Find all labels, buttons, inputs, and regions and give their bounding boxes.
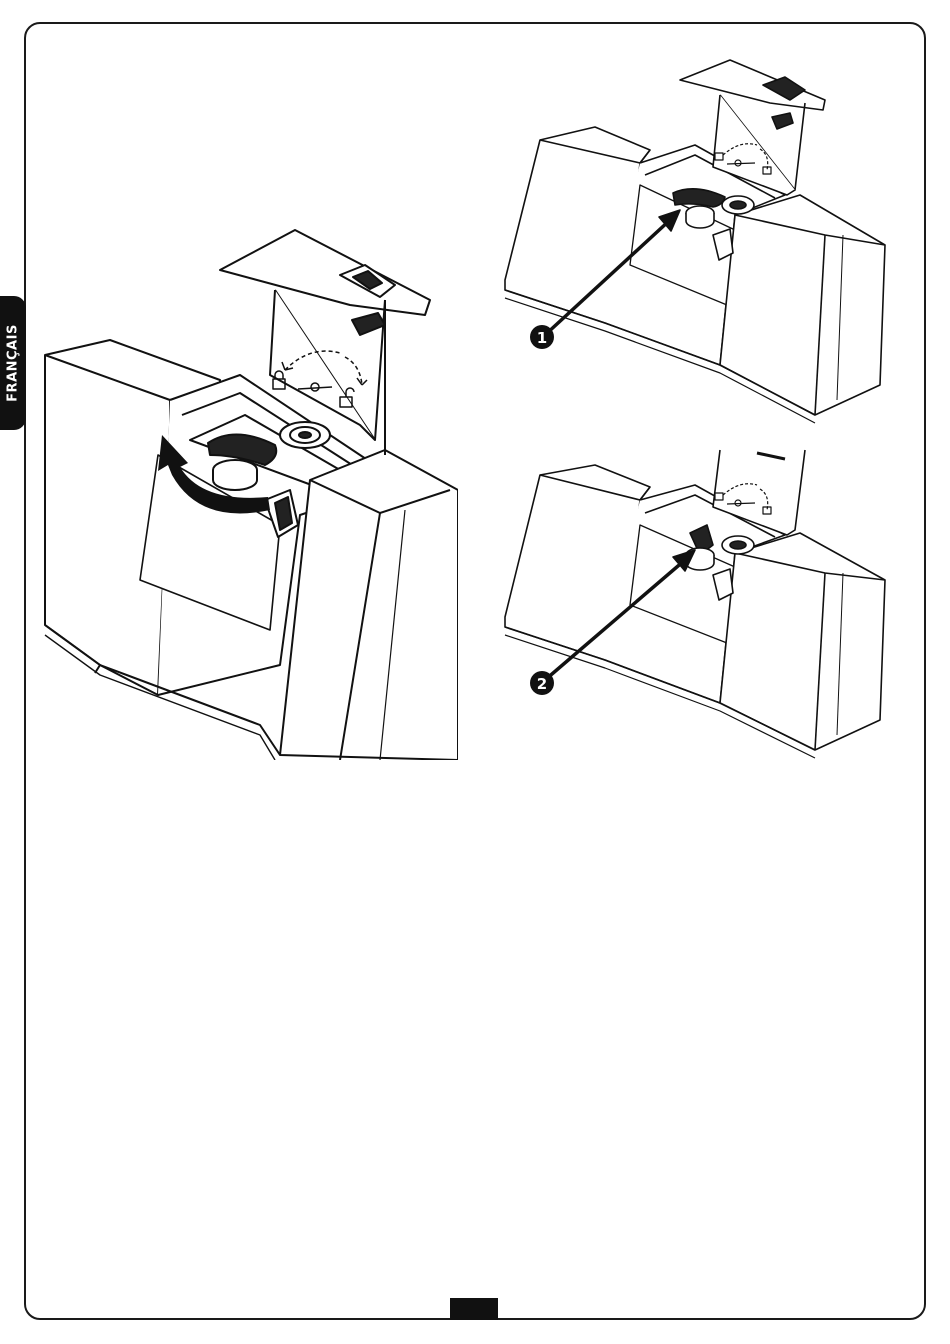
main-illustration	[40, 225, 458, 760]
callout-label-2: 2	[537, 675, 547, 693]
callout-label-1: 1	[537, 329, 547, 347]
page-number-box	[450, 1298, 498, 1320]
top-right-illustration: 1	[495, 55, 895, 425]
bottom-right-illustration: 2	[495, 445, 895, 760]
language-tab-label: FRANÇAIS	[6, 324, 21, 402]
